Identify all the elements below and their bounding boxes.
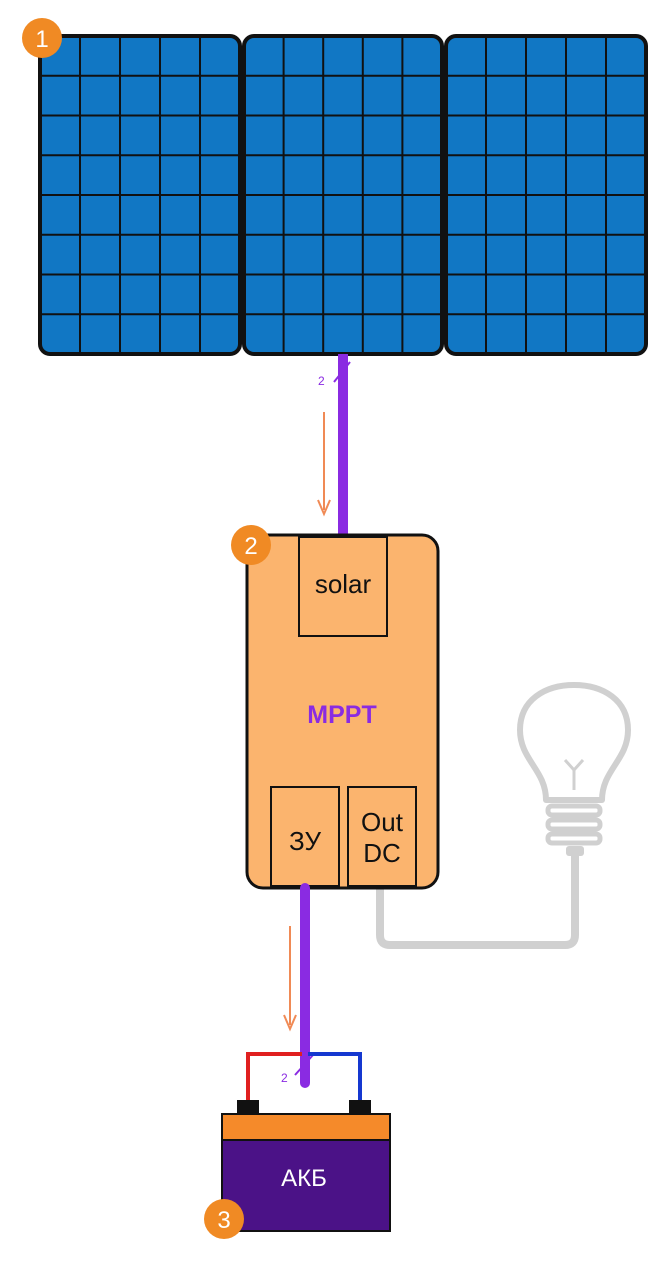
lamp-cable xyxy=(376,846,579,949)
solar-panel-2 xyxy=(242,34,444,356)
negative-lead xyxy=(308,1052,362,1102)
out-dc-port-label-line1: Out xyxy=(361,807,404,837)
solar-port xyxy=(298,536,388,637)
badge-2: 2 xyxy=(231,525,271,565)
solar-panel-1 xyxy=(38,34,242,356)
charger-port-label: ЗУ xyxy=(289,826,321,856)
solar-panel-array xyxy=(38,34,648,356)
badge-3-label: 3 xyxy=(217,1207,230,1234)
battery-terminal-negative xyxy=(349,1100,371,1116)
wire-count-bottom: 2 xyxy=(281,1071,288,1085)
badge-2-label: 2 xyxy=(244,533,257,560)
wire-count-tick-top xyxy=(333,361,351,383)
battery: АКБ xyxy=(221,1100,391,1232)
badge-1-label: 1 xyxy=(35,26,48,53)
arrow-down-icon xyxy=(317,412,331,517)
light-bulb-icon xyxy=(517,682,631,856)
battery-terminal-positive xyxy=(237,1100,259,1116)
mppt-controller: solar MPPT ЗУ Out DC xyxy=(245,533,440,890)
solar-panel-3 xyxy=(444,34,648,356)
solar-port-label: solar xyxy=(315,569,372,599)
out-dc-port xyxy=(347,786,417,887)
mppt-title: MPPT xyxy=(307,701,376,729)
badge-1: 1 xyxy=(22,18,62,58)
battery-body xyxy=(221,1139,391,1232)
wire-count-tick-bottom xyxy=(294,1054,314,1076)
badge-3: 3 xyxy=(204,1199,244,1239)
battery-label: АКБ xyxy=(281,1165,327,1192)
wire-count-top: 2 xyxy=(318,374,325,388)
battery-lid xyxy=(221,1113,391,1141)
out-dc-port-label-line2: DC xyxy=(363,838,401,868)
positive-lead xyxy=(246,1052,302,1102)
arrow-down-icon xyxy=(283,926,297,1032)
